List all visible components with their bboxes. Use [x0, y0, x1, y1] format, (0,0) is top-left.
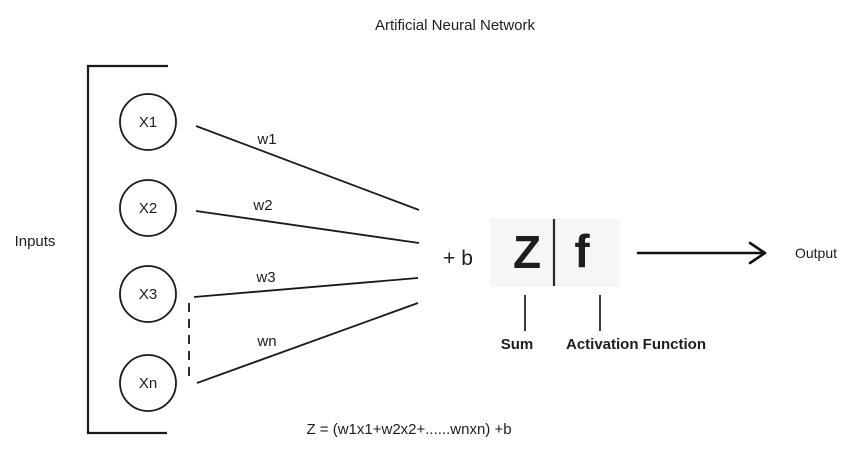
output-label: Output	[795, 245, 837, 261]
weight-label-wn: wn	[256, 333, 276, 350]
weight-line-w3	[193, 277, 419, 298]
output-arrow-head	[748, 241, 767, 265]
inputs-bracket	[86, 64, 168, 435]
sum-symbol: Z	[513, 226, 541, 278]
weight-line-wn	[196, 302, 419, 384]
bias-label: + b	[443, 247, 473, 270]
input-node-circle-x2	[119, 179, 177, 237]
weight-label-w1: w1	[256, 131, 276, 148]
input-node-label-x2: X2	[139, 200, 157, 217]
sum-caption: Sum	[501, 336, 534, 353]
formula: Z = (w1x1+w2x2+......wnxn) +b	[306, 421, 511, 438]
input-node-circle-x3	[119, 265, 177, 323]
weight-line-w1	[195, 125, 420, 211]
diagram-title: Artificial Neural Network	[375, 17, 536, 34]
input-node-label-x3: X3	[139, 286, 157, 303]
input-node-circle-xn	[119, 354, 177, 412]
weight-label-w3: w3	[255, 269, 275, 286]
inputs-label: Inputs	[15, 233, 56, 250]
activation-symbol: f	[574, 225, 590, 277]
weight-label-w2: w2	[252, 197, 272, 214]
weight-line-w2	[195, 210, 420, 244]
input-node-label-x1: X1	[139, 114, 157, 131]
input-node-circle-x1	[119, 93, 177, 151]
activation-caption: Activation Function	[566, 336, 706, 353]
input-node-label-xn: Xn	[139, 375, 157, 392]
